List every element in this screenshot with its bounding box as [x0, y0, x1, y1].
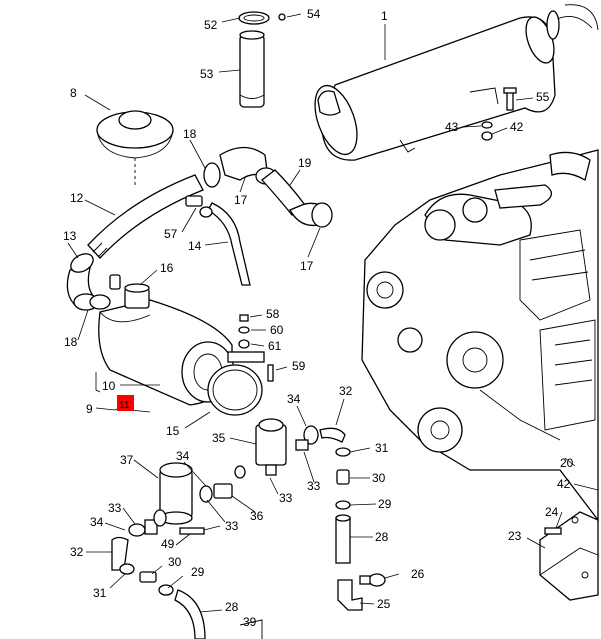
callout-34-left: 34: [90, 515, 104, 529]
callout-9: 9: [86, 402, 93, 416]
bolt-49: [179, 527, 205, 535]
callout-18-upper: 18: [183, 127, 197, 141]
callout-32-right: 32: [339, 384, 353, 398]
fitting-57: [185, 195, 213, 218]
callout-30-left: 30: [168, 555, 182, 569]
callout-24: 24: [545, 505, 559, 519]
elbow-25: [337, 579, 363, 611]
callout-35: 35: [212, 431, 226, 445]
bracket-39: [239, 619, 263, 639]
muffler-1: [314, 16, 556, 161]
callout-37: 37: [120, 453, 134, 467]
callout-30-right: 30: [372, 471, 386, 485]
callout-labels: 52 54 53 1 55 43 42 8 18 19 17 12 57 14 …: [63, 7, 574, 629]
callout-42: 42: [510, 120, 524, 134]
tube-28-right: [335, 514, 351, 564]
callout-28-left: 28: [225, 600, 239, 614]
callout-11: 11: [119, 400, 130, 411]
band-clamp-15: [207, 351, 265, 416]
callout-29-left: 29: [191, 565, 205, 579]
callout-17-upper: 17: [234, 193, 248, 207]
callout-16: 16: [160, 261, 174, 275]
hose-28-left: [174, 589, 206, 639]
engine-block: [361, 149, 599, 522]
callout-58: 58: [266, 307, 280, 321]
callout-10: 10: [102, 379, 116, 393]
separator-37: [159, 462, 193, 525]
fittings-31-30-29: [335, 447, 351, 510]
hose-14: [207, 202, 251, 286]
bolt-55: [503, 87, 517, 111]
callout-33-d: 33: [108, 501, 122, 515]
fitting-26: [359, 573, 386, 587]
fittings-31-30-29-left: [119, 563, 174, 596]
callout-14: 14: [188, 239, 202, 253]
callout-15: 15: [166, 424, 180, 438]
intake-tube-19: [261, 169, 333, 228]
callout-23: 23: [508, 529, 522, 543]
callout-34-right: 34: [287, 392, 301, 406]
precleaner-cap-8: [96, 110, 174, 185]
clamp-18-upper: [203, 162, 221, 188]
callout-31-right: 31: [375, 441, 389, 455]
callout-28-right: 28: [375, 530, 389, 544]
washer-43: [481, 121, 493, 129]
callout-53: 53: [200, 67, 214, 81]
callout-59: 59: [292, 359, 306, 373]
outlet-16: [124, 283, 150, 309]
callout-61: 61: [268, 339, 282, 353]
callout-49: 49: [161, 537, 175, 551]
callout-12: 12: [70, 191, 84, 205]
callout-11-highlight: [117, 395, 134, 411]
callout-19: 19: [298, 156, 312, 170]
exhaust-pipe-53: [239, 30, 265, 108]
clamp-52: [238, 11, 270, 25]
callout-33-c: 33: [225, 519, 239, 533]
callout-33-a: 33: [279, 491, 293, 505]
callout-60: 60: [270, 323, 284, 337]
callout-20: 20: [560, 456, 574, 470]
fittings-33-34-left: [128, 509, 167, 537]
callout-26: 26: [411, 567, 425, 581]
callout-8: 8: [70, 86, 77, 100]
bolt-24: [544, 527, 562, 535]
callout-31-left: 31: [93, 586, 107, 600]
bolt-54: [278, 13, 286, 21]
bolt-59: [267, 364, 274, 382]
indicator-16: [109, 274, 121, 290]
top-right-clamp: [546, 4, 599, 40]
callout-1: 1: [381, 9, 388, 23]
callout-39: 39: [243, 615, 257, 629]
nut-42: [481, 131, 493, 141]
callout-32-left: 32: [70, 545, 84, 559]
callout-55: 55: [536, 90, 550, 104]
callout-54: 54: [307, 7, 321, 21]
callout-29-right: 29: [378, 497, 392, 511]
callout-17-lower: 17: [300, 259, 314, 273]
callout-13: 13: [63, 229, 77, 243]
fitting-34-33-right: [295, 425, 346, 451]
clamp-18-lower: [73, 293, 111, 311]
bracket-hardware-58-61: [238, 314, 250, 349]
callout-18-lower: 18: [64, 335, 78, 349]
callout-57: 57: [164, 227, 178, 241]
bracket-23: [539, 511, 599, 601]
callout-43: 43: [445, 120, 459, 134]
leader-lines: [67, 13, 599, 613]
callout-34-center: 34: [176, 449, 190, 463]
callout-36: 36: [250, 509, 264, 523]
filter-head-35: [255, 418, 287, 476]
callout-33-b: 33: [307, 479, 321, 493]
intake-hose-12: [87, 174, 204, 259]
callout-42-lower: 42: [557, 477, 571, 491]
callout-52: 52: [204, 18, 218, 32]
fittings-34-33-36: [199, 465, 246, 503]
callout-25: 25: [377, 597, 391, 611]
